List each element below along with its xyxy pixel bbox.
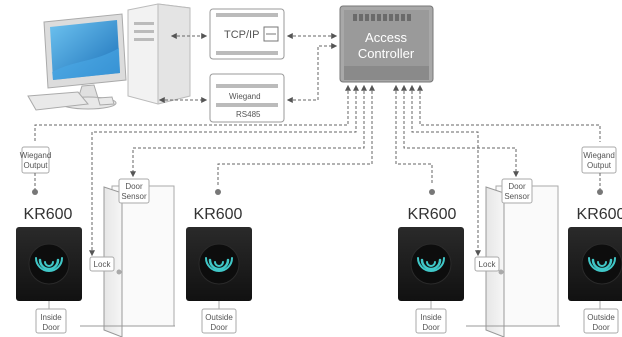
left-door-sensor-tag: Door Sensor: [118, 178, 150, 204]
right-outside-reader: KR600 Outside Door: [568, 206, 622, 334]
right-door-group: KR600 Inside Door Door Sensor Lock: [398, 146, 622, 337]
svg-text:Sensor: Sensor: [121, 192, 147, 201]
svg-text:KR600: KR600: [194, 206, 243, 223]
svg-text:Door: Door: [125, 182, 143, 191]
right-door: [466, 185, 560, 337]
svg-text:Sensor: Sensor: [504, 192, 530, 201]
svg-text:KR600: KR600: [24, 206, 73, 223]
computer-icon: [27, 3, 191, 111]
svg-text:Output: Output: [23, 161, 48, 170]
access-controller: Access Controller: [339, 5, 434, 83]
wiegand-label: Wiegand: [229, 92, 261, 101]
svg-text:Wiegand: Wiegand: [583, 151, 615, 160]
tcp-ip-module: TCP/IP: [209, 8, 285, 60]
left-door: [80, 185, 175, 337]
right-lock-tag: Lock: [474, 256, 500, 272]
svg-text:Door: Door: [422, 323, 440, 332]
left-lock-tag: Lock: [89, 256, 115, 272]
right-inside-reader: KR600 Inside Door: [398, 189, 464, 334]
rs485-label: RS485: [236, 110, 261, 119]
svg-text:Door: Door: [508, 182, 526, 191]
right-door-sensor-tag: Door Sensor: [501, 178, 533, 204]
svg-text:Output: Output: [587, 161, 612, 170]
left-door-group: Wiegand Output KR600 Inside Door: [16, 146, 252, 337]
right-wiegand-output-tag: Wiegand Output: [581, 146, 617, 195]
tcp-ip-label: TCP/IP: [224, 29, 259, 41]
svg-text:Door: Door: [210, 323, 228, 332]
controller-label-line2: Controller: [358, 46, 415, 61]
svg-text:Wiegand: Wiegand: [20, 151, 52, 160]
svg-text:Outside: Outside: [587, 313, 615, 322]
svg-text:KR600: KR600: [577, 206, 622, 223]
svg-text:KR600: KR600: [408, 206, 457, 223]
svg-text:Lock: Lock: [94, 260, 112, 269]
svg-text:Inside: Inside: [420, 313, 442, 322]
controller-wiring: [34, 84, 601, 257]
svg-text:Inside: Inside: [40, 313, 62, 322]
svg-text:Door: Door: [592, 323, 610, 332]
wiegand-rs485-module: Wiegand RS485: [209, 73, 285, 123]
left-outside-reader: KR600 Outside Door: [186, 189, 252, 334]
svg-text:Door: Door: [42, 323, 60, 332]
left-inside-reader: KR600 Inside Door: [16, 206, 82, 334]
left-wiegand-output-tag: Wiegand Output: [20, 146, 52, 195]
svg-text:Lock: Lock: [479, 260, 497, 269]
controller-label-line1: Access: [365, 30, 407, 45]
svg-text:Outside: Outside: [205, 313, 233, 322]
